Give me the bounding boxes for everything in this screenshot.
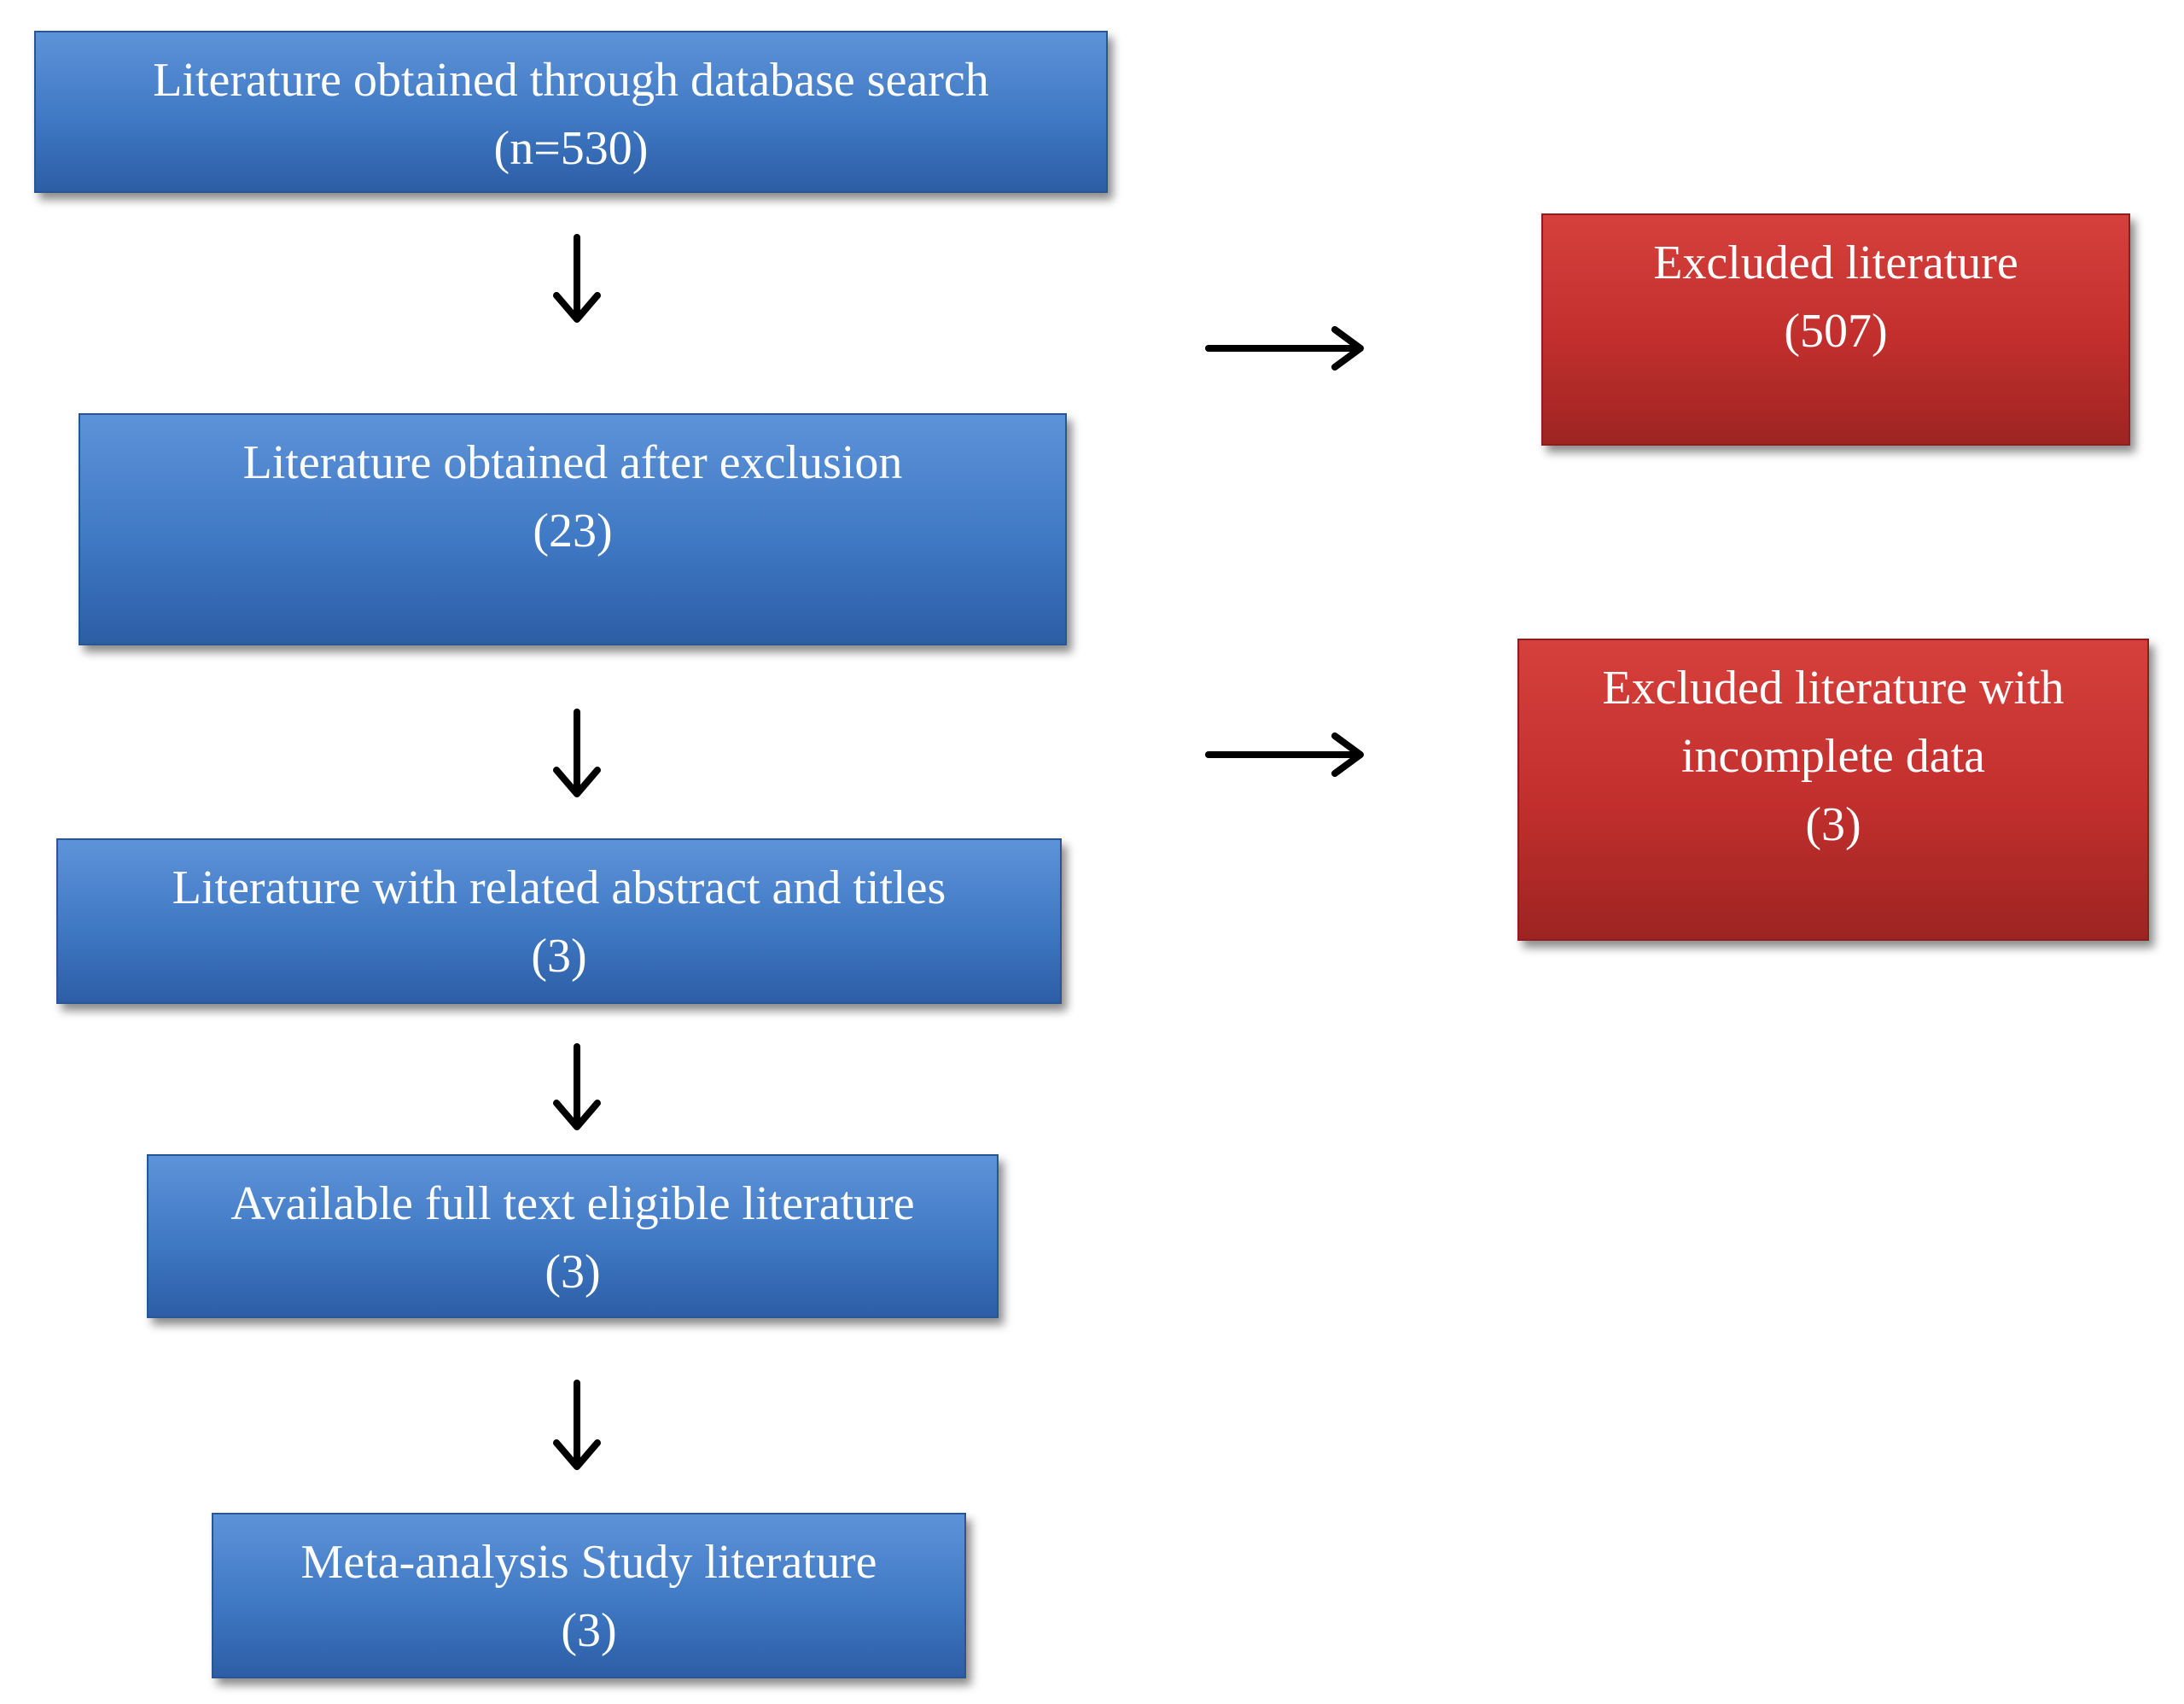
- box-count: (3): [531, 930, 587, 983]
- box-label: Excluded literature: [1653, 236, 2018, 289]
- box-excluded-incomplete: Excluded literature with incomplete data…: [1517, 639, 2149, 941]
- down-arrow-icon: [553, 709, 601, 797]
- box-label: Excluded literature with: [1602, 662, 2065, 715]
- box-count: (n=530): [493, 122, 649, 175]
- down-arrow-icon: [553, 1380, 601, 1470]
- box-count: (3): [561, 1604, 617, 1657]
- box-full-text: Available full text eligible literature …: [147, 1154, 999, 1318]
- box-database-search: Literature obtained through database sea…: [34, 31, 1108, 193]
- down-arrow-icon: [553, 234, 601, 323]
- box-label: Available full text eligible literature: [230, 1177, 915, 1230]
- box-excluded: Excluded literature (507): [1541, 213, 2130, 446]
- box-label: Meta-analysis Study literature: [300, 1536, 877, 1589]
- box-related-abstract: Literature with related abstract and tit…: [56, 838, 1062, 1004]
- box-label-2: incomplete data: [1680, 730, 1986, 783]
- down-arrow-icon: [553, 1043, 601, 1130]
- box-label: Literature obtained through database sea…: [153, 54, 989, 107]
- box-label: Literature with related abstract and tit…: [172, 861, 946, 914]
- box-after-exclusion: Literature obtained after exclusion (23): [79, 413, 1067, 645]
- right-arrow-icon: [1205, 326, 1364, 371]
- box-label: Literature obtained after exclusion: [242, 436, 903, 489]
- box-count: (507): [1784, 305, 1888, 358]
- box-count: (23): [533, 505, 613, 557]
- box-count: (3): [545, 1246, 601, 1298]
- box-meta-analysis: Meta-analysis Study literature (3): [212, 1513, 966, 1678]
- right-arrow-icon: [1205, 732, 1364, 777]
- box-count: (3): [1805, 798, 1861, 851]
